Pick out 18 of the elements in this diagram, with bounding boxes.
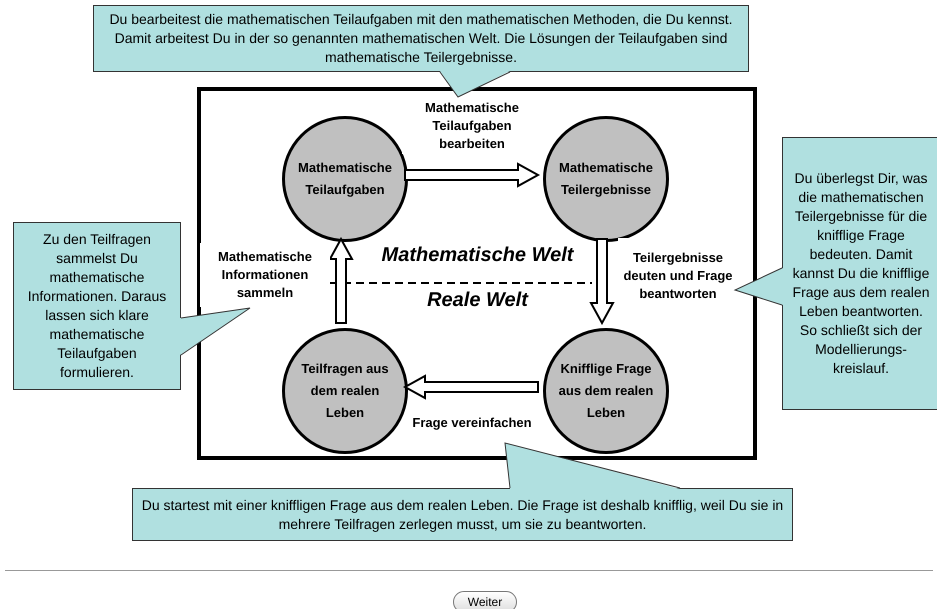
region-label: Mathematische Welt <box>380 242 575 268</box>
callout-box <box>782 137 937 410</box>
callout-text: Du überlegst Dir, was die mathematischen Teilergebnisse für die knifflige Frage bedeuten. Damit kannst Du die knifflige Frage aus dem realen Leben beantworten. So schließt sich der Modellierungs- kreislauf. <box>792 169 930 378</box>
region-label: Reale Welt <box>426 288 530 312</box>
callout-text: Du bearbeitest die mathematischen Teilaufgaben mit den mathematischen Methoden, die Du kennst. Damit arbeitest Du in der so genannten mathematischen Welt. Die Lösungen der Teilaufgaben sind mathematische Teilergebnisse. <box>108 10 734 67</box>
block-arrow <box>404 162 540 188</box>
block-arrow <box>589 238 615 326</box>
block-arrow <box>402 374 539 400</box>
callout-text: Du startest mit einer kniffligen Frage aus dem realen Leben. Die Frage ist deshalb knifflig, weil Du sie in mehrere Teilfragen zerlegen musst, um sie zu beantworten. <box>141 496 784 534</box>
circle-label: Mathematische Teilaufgaben <box>297 159 393 199</box>
callout-box <box>13 222 181 390</box>
circle-label: Teilfragen aus dem realen Leben <box>300 360 390 422</box>
circle-label: Knifflige Frage aus dem realen Leben <box>558 360 654 422</box>
next-button: Weiter <box>453 591 517 609</box>
circle-label: Mathematische Teilergebnisse <box>558 159 654 199</box>
edge-label: Mathematische Informationen sammeln <box>200 243 330 307</box>
block-arrow <box>328 236 354 324</box>
callout-text: Zu den Teilfragen sammelst Du mathematische Informationen. Daraus lassen sich klare mathematische Teilaufgaben formulieren. <box>26 230 168 382</box>
